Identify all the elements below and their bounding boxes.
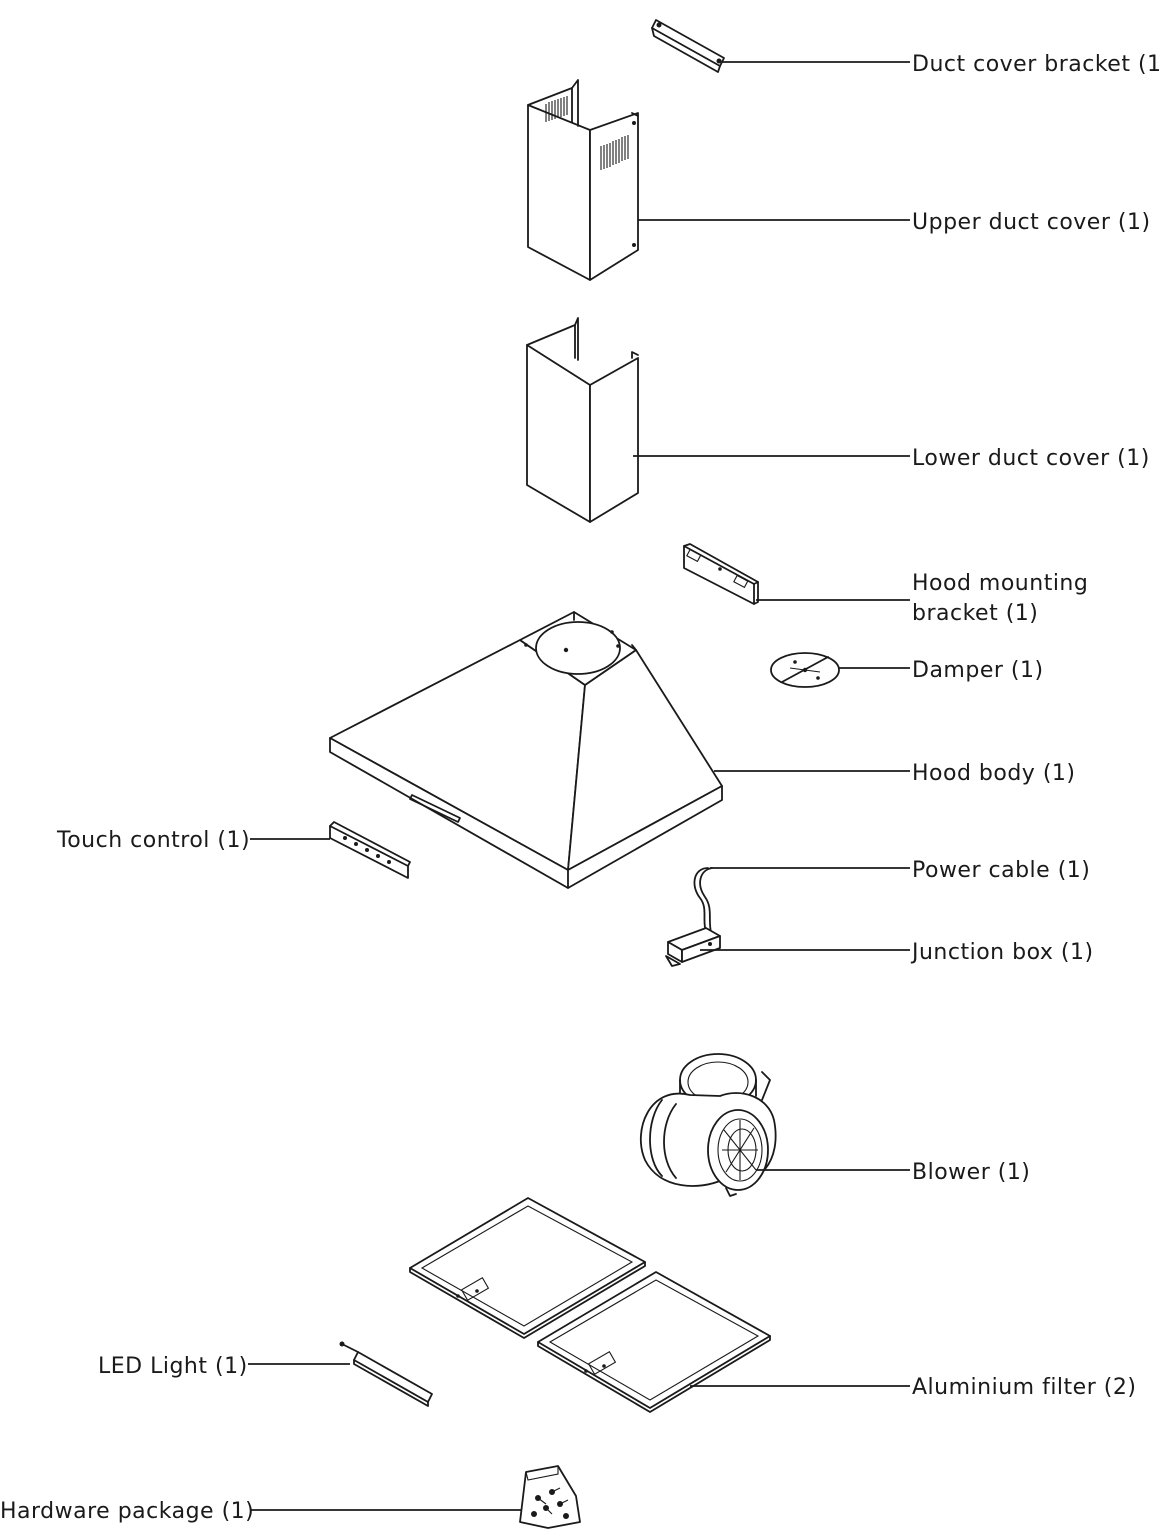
hardware-package-part <box>519 1465 581 1529</box>
junction-box-label: Junction box (1) <box>910 940 1094 965</box>
hood-body-label: Hood body (1) <box>912 761 1076 786</box>
touch-control-label: Touch control (1) <box>56 828 250 853</box>
aluminium-filter-part-1 <box>409 1197 646 1339</box>
duct-cover-bracket-part <box>651 19 725 73</box>
aluminium-filter-part-2 <box>537 1271 771 1413</box>
upper-duct-cover-label: Upper duct cover (1) <box>912 210 1151 235</box>
hood-mounting-bracket-label-line2: bracket (1) <box>912 601 1038 626</box>
hood-mounting-bracket-label-line1: Hood mounting <box>912 571 1088 596</box>
damper-label: Damper (1) <box>912 658 1044 683</box>
duct-cover-bracket-label: Duct cover bracket (1) <box>912 52 1162 77</box>
hood-mounting-bracket-part <box>683 543 759 605</box>
blower-part <box>640 1053 777 1197</box>
hardware-package-label: Hardware package (1) <box>0 1499 254 1524</box>
hood-body-part <box>329 611 723 889</box>
aluminium-filter-label: Aluminium filter (2) <box>912 1375 1136 1400</box>
damper-part <box>770 652 840 688</box>
blower-label: Blower (1) <box>912 1160 1030 1185</box>
led-light-part <box>339 1341 433 1407</box>
touch-control-part <box>329 821 411 879</box>
led-light-label: LED Light (1) <box>98 1354 248 1379</box>
junction-box-part <box>665 927 721 967</box>
power-cable-part <box>693 867 713 933</box>
upper-duct-cover-part <box>527 79 639 281</box>
lower-duct-cover-part <box>526 317 639 523</box>
power-cable-label: Power cable (1) <box>912 858 1090 883</box>
lower-duct-cover-label: Lower duct cover (1) <box>912 446 1150 471</box>
